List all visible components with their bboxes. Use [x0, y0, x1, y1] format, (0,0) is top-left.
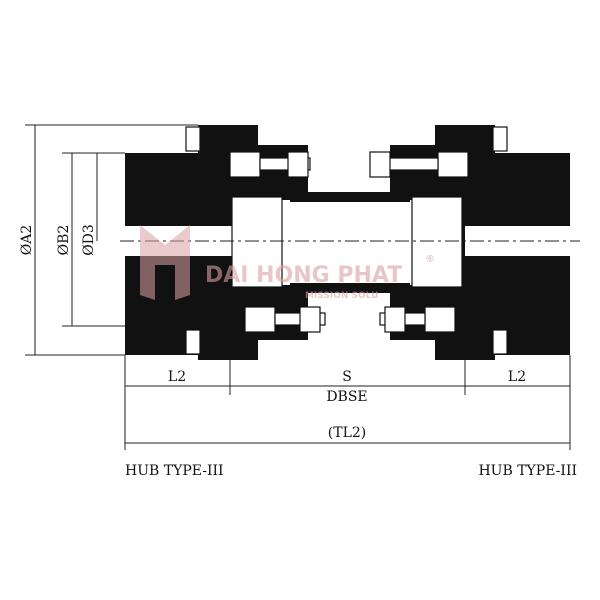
dimension-l2-right: L2 [508, 369, 526, 385]
bolts [185, 126, 508, 355]
dimension-l2-left: L2 [168, 369, 186, 385]
watermark-brand: DAI HONG PHAT [205, 263, 402, 288]
dimension-d3: ØD3 [81, 224, 97, 256]
dimension-tl2: (TL2) [328, 425, 366, 441]
watermark-tagline: MISSION SOLU [305, 291, 378, 301]
dimension-s: S [342, 369, 352, 385]
horizontal-dimensions: L2 S L2 DBSE (TL2) [124, 355, 571, 450]
dimension-dbse: DBSE [326, 389, 367, 405]
logo-icon [140, 225, 190, 300]
dimension-a2: ØA2 [19, 225, 35, 256]
hub-label-right: HUB TYPE-III [478, 463, 577, 479]
dimension-b2: ØB2 [56, 225, 72, 256]
watermark: DAI HONG PHAT ® MISSION SOLU [140, 225, 435, 301]
vertical-dimensions: ØA2 ØB2 ØD3 [19, 124, 198, 356]
watermark-registered: ® [425, 254, 435, 265]
hub-label-left: HUB TYPE-III [125, 463, 224, 479]
